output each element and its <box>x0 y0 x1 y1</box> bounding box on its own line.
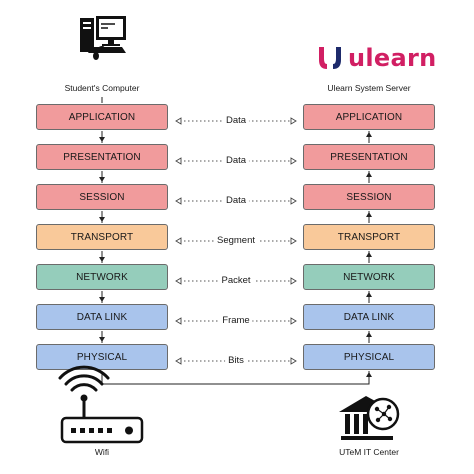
right-layer-session: SESSION <box>303 184 435 210</box>
left-layer-data-link: DATA LINK <box>36 304 168 330</box>
pdu-label-network: Packet <box>218 275 254 287</box>
right-caption: Ulearn System Server <box>327 83 411 93</box>
physical-link <box>101 371 370 385</box>
right-layer-network: NETWORK <box>303 264 435 290</box>
pdu-label-transport: Segment <box>213 235 259 247</box>
left-layer-network: NETWORK <box>36 264 168 290</box>
right-layer-presentation: PRESENTATION <box>303 144 435 170</box>
left-layer-physical: PHYSICAL <box>36 344 168 370</box>
pdu-label-session: Data <box>222 195 250 207</box>
left-layer-session: SESSION <box>36 184 168 210</box>
right-layer-physical: PHYSICAL <box>303 344 435 370</box>
logo-text: ulearn <box>348 44 437 72</box>
pdu-label-presentation: Data <box>222 155 250 167</box>
right-layer-application: APPLICATION <box>303 104 435 130</box>
left-caption: Student's Computer <box>64 83 140 93</box>
ulearn-logo-icon <box>319 47 341 69</box>
right-layer-data-link: DATA LINK <box>303 304 435 330</box>
right-layer-transport: TRANSPORT <box>303 224 435 250</box>
ulearn-logo: ulearn <box>316 44 437 72</box>
left-layer-transport: TRANSPORT <box>36 224 168 250</box>
wifi-caption: Wifi <box>94 447 110 457</box>
left-layer-presentation: PRESENTATION <box>36 144 168 170</box>
left-layer-application: APPLICATION <box>36 104 168 130</box>
it-center-caption: UTeM IT Center <box>339 447 399 457</box>
pdu-label-data-link: Frame <box>219 315 253 327</box>
pdu-label-application: Data <box>222 115 250 127</box>
pdu-label-physical: Bits <box>225 355 247 367</box>
